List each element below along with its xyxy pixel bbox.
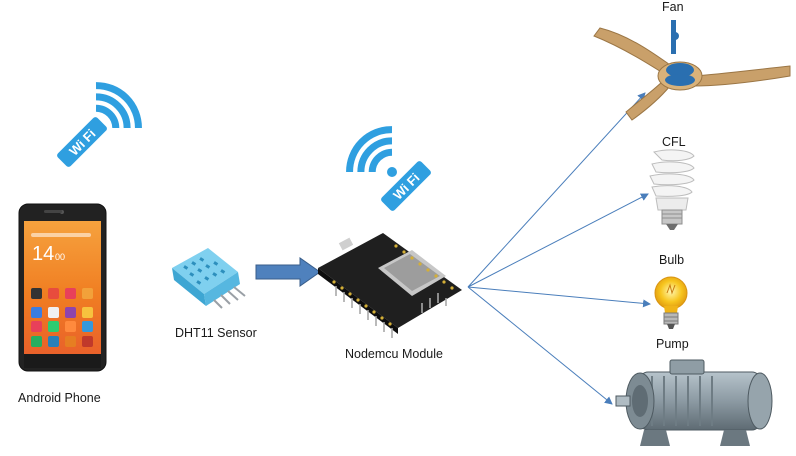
- label-fan: Fan: [662, 0, 684, 14]
- wifi-icon: Wi Fi: [57, 82, 142, 167]
- phone-clock-suffix: 00: [55, 252, 65, 262]
- label-android-phone: Android Phone: [18, 391, 101, 405]
- label-pump: Pump: [656, 337, 689, 351]
- line-to-cfl: [467, 193, 649, 288]
- android-phone-icon: 14 00: [18, 203, 107, 372]
- wifi-icon: Wi Fi: [346, 126, 431, 211]
- label-nodemcu-module: Nodemcu Module: [345, 347, 443, 361]
- pump-motor-icon: [615, 359, 773, 446]
- line-to-bulb: [467, 286, 651, 308]
- block-arrow-icon: [255, 257, 321, 287]
- cfl-lamp-icon: [649, 149, 695, 230]
- light-bulb-icon: [654, 276, 688, 329]
- dht11-sensor-icon: [172, 248, 246, 309]
- ceiling-fan-icon: [593, 20, 791, 121]
- phone-clock: 14: [32, 243, 54, 265]
- label-cfl: CFL: [662, 135, 686, 149]
- label-bulb: Bulb: [659, 253, 685, 267]
- line-to-pump: [467, 286, 613, 405]
- connection-lines: [467, 92, 651, 405]
- line-to-fan: [467, 92, 646, 288]
- nodemcu-board-icon: [318, 233, 462, 338]
- app-grid: [31, 288, 93, 347]
- label-dht11-sensor: DHT11 Sensor: [175, 326, 257, 340]
